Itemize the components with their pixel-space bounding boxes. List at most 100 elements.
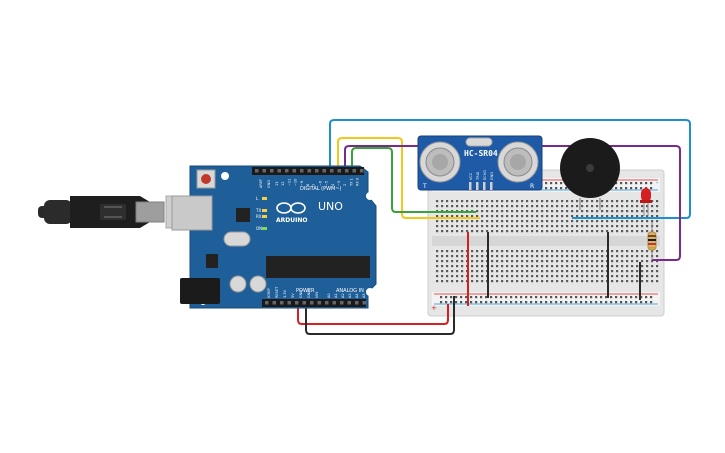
breadboard-hole[interactable] — [486, 230, 489, 233]
breadboard-hole[interactable] — [441, 280, 444, 283]
breadboard-hole[interactable] — [461, 205, 464, 208]
breadboard-hole[interactable] — [656, 210, 659, 213]
breadboard-hole[interactable] — [526, 255, 529, 258]
breadboard-hole[interactable] — [551, 265, 554, 268]
breadboard-hole[interactable] — [621, 270, 624, 273]
breadboard-hole[interactable] — [521, 265, 524, 268]
breadboard-hole[interactable] — [616, 275, 619, 278]
breadboard-hole[interactable] — [496, 215, 499, 218]
breadboard-hole[interactable] — [511, 230, 514, 233]
breadboard-hole[interactable] — [471, 250, 474, 253]
breadboard-hole[interactable] — [451, 255, 454, 258]
breadboard-hole[interactable] — [471, 260, 474, 263]
breadboard-hole[interactable] — [540, 296, 543, 299]
breadboard-hole[interactable] — [571, 265, 574, 268]
breadboard-hole[interactable] — [586, 205, 589, 208]
red-led[interactable] — [640, 188, 652, 216]
breadboard-hole[interactable] — [461, 280, 464, 283]
breadboard-hole[interactable] — [586, 220, 589, 223]
breadboard-hole[interactable] — [646, 255, 649, 258]
breadboard-hole[interactable] — [436, 225, 439, 228]
breadboard-hole[interactable] — [576, 210, 579, 213]
arduino-uno-board[interactable]: DIGITAL (PWM~) POWER ANALOG IN ARDUINO U… — [171, 165, 377, 309]
breadboard-hole[interactable] — [541, 205, 544, 208]
breadboard-hole[interactable] — [620, 301, 623, 304]
breadboard-hole[interactable] — [591, 270, 594, 273]
breadboard-hole[interactable] — [641, 220, 644, 223]
breadboard-hole[interactable] — [651, 210, 654, 213]
breadboard-hole[interactable] — [456, 275, 459, 278]
breadboard-hole[interactable] — [451, 280, 454, 283]
breadboard-hole[interactable] — [626, 210, 629, 213]
breadboard-hole[interactable] — [560, 182, 563, 185]
breadboard-hole[interactable] — [571, 200, 574, 203]
breadboard-hole[interactable] — [516, 270, 519, 273]
breadboard-hole[interactable] — [476, 255, 479, 258]
breadboard-hole[interactable] — [601, 255, 604, 258]
breadboard-hole[interactable] — [641, 225, 644, 228]
breadboard-hole[interactable] — [490, 296, 493, 299]
breadboard-hole[interactable] — [506, 255, 509, 258]
breadboard-hole[interactable] — [506, 220, 509, 223]
breadboard-hole[interactable] — [451, 230, 454, 233]
breadboard-hole[interactable] — [521, 230, 524, 233]
breadboard-hole[interactable] — [501, 220, 504, 223]
breadboard-hole[interactable] — [476, 205, 479, 208]
breadboard-hole[interactable] — [611, 265, 614, 268]
breadboard-hole[interactable] — [651, 260, 654, 263]
breadboard-hole[interactable] — [441, 255, 444, 258]
breadboard-hole[interactable] — [555, 296, 558, 299]
wire-green[interactable] — [351, 147, 476, 213]
breadboard-hole[interactable] — [551, 275, 554, 278]
breadboard-hole[interactable] — [545, 296, 548, 299]
breadboard-hole[interactable] — [446, 255, 449, 258]
breadboard-hole[interactable] — [641, 280, 644, 283]
breadboard-hole[interactable] — [545, 301, 548, 304]
breadboard-hole[interactable] — [601, 215, 604, 218]
breadboard-hole[interactable] — [641, 210, 644, 213]
breadboard-hole[interactable] — [491, 200, 494, 203]
breadboard-hole[interactable] — [450, 301, 453, 304]
breadboard-hole[interactable] — [650, 187, 653, 190]
breadboard-hole[interactable] — [615, 182, 618, 185]
breadboard-hole[interactable] — [501, 200, 504, 203]
breadboard-hole[interactable] — [476, 275, 479, 278]
breadboard-hole[interactable] — [591, 275, 594, 278]
breadboard-hole[interactable] — [615, 187, 618, 190]
breadboard-hole[interactable] — [631, 200, 634, 203]
breadboard-hole[interactable] — [560, 296, 563, 299]
breadboard-hole[interactable] — [441, 275, 444, 278]
breadboard-hole[interactable] — [466, 225, 469, 228]
breadboard-hole[interactable] — [491, 250, 494, 253]
wire-red[interactable] — [297, 300, 449, 325]
breadboard-hole[interactable] — [581, 275, 584, 278]
breadboard-hole[interactable] — [445, 296, 448, 299]
breadboard-hole[interactable] — [471, 215, 474, 218]
breadboard-hole[interactable] — [586, 210, 589, 213]
breadboard-hole[interactable] — [576, 230, 579, 233]
breadboard-hole[interactable] — [556, 200, 559, 203]
breadboard-hole[interactable] — [446, 215, 449, 218]
breadboard-hole[interactable] — [471, 275, 474, 278]
breadboard-hole[interactable] — [641, 230, 644, 233]
header-pin[interactable] — [345, 169, 349, 173]
breadboard-hole[interactable] — [506, 230, 509, 233]
breadboard-hole[interactable] — [651, 215, 654, 218]
breadboard-hole[interactable] — [476, 215, 479, 218]
breadboard-hole[interactable] — [641, 215, 644, 218]
breadboard-hole[interactable] — [585, 301, 588, 304]
breadboard-hole[interactable] — [591, 220, 594, 223]
breadboard-hole[interactable] — [511, 210, 514, 213]
breadboard-hole[interactable] — [535, 301, 538, 304]
header-pin[interactable] — [325, 301, 329, 305]
breadboard-hole[interactable] — [546, 275, 549, 278]
breadboard-hole[interactable] — [500, 301, 503, 304]
piezo-buzzer[interactable] — [560, 138, 620, 210]
breadboard-hole[interactable] — [561, 200, 564, 203]
breadboard-hole[interactable] — [501, 280, 504, 283]
breadboard-hole[interactable] — [451, 275, 454, 278]
breadboard-hole[interactable] — [536, 205, 539, 208]
breadboard-hole[interactable] — [656, 205, 659, 208]
breadboard-hole[interactable] — [531, 280, 534, 283]
breadboard-hole[interactable] — [626, 275, 629, 278]
